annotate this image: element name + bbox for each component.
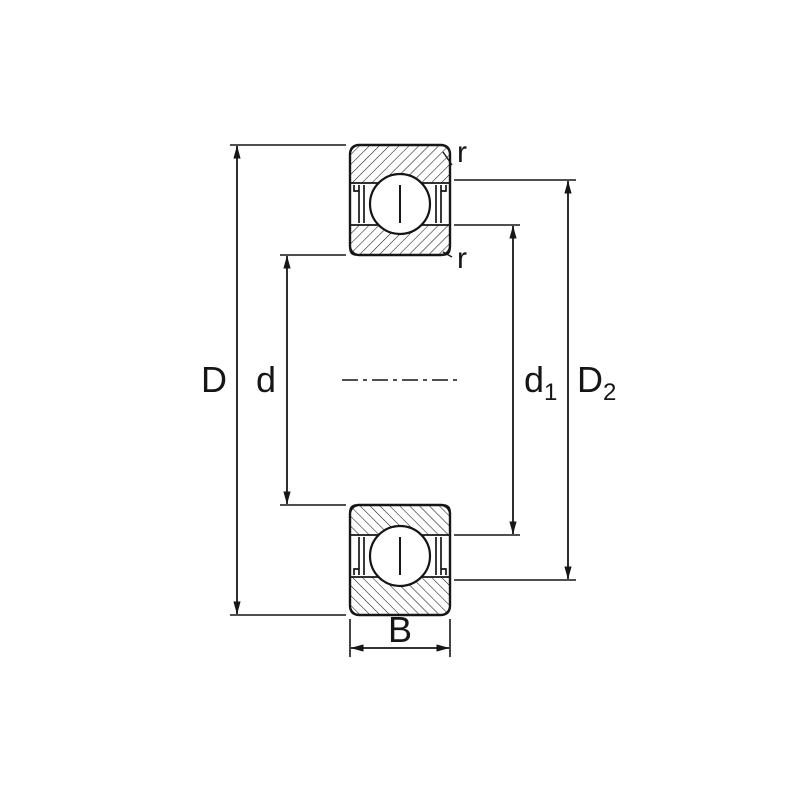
dimension-D: D <box>201 144 346 616</box>
radius-label-outer: r <box>442 136 467 169</box>
bearing-lower-section <box>348 503 452 617</box>
label-d1: d1 <box>524 359 557 406</box>
label-D2: D2 <box>577 359 616 406</box>
radius-label-inner: r <box>442 242 467 275</box>
label-d: d <box>256 359 276 400</box>
label-r-outer: r <box>457 136 467 169</box>
label-r-inner: r <box>457 242 467 275</box>
bearing-upper-section <box>348 143 452 257</box>
dimension-d1: d1 <box>454 224 557 536</box>
dimension-B: B <box>349 609 451 657</box>
dimension-D2: D2 <box>454 179 616 581</box>
dimension-d: d <box>256 254 346 506</box>
label-B: B <box>388 609 412 650</box>
label-D: D <box>201 359 227 400</box>
